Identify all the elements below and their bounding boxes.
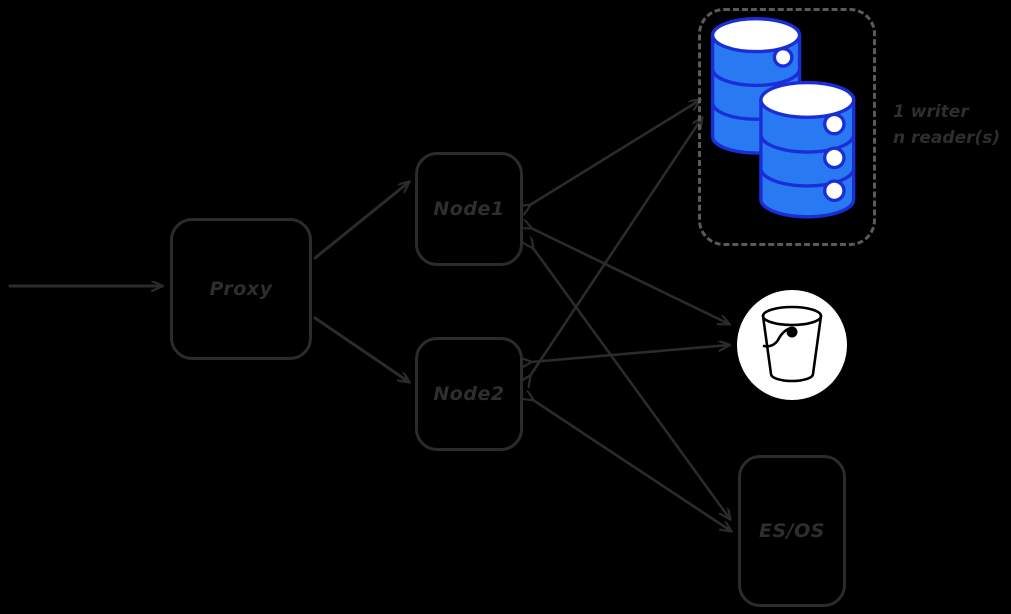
node-bucket[interactable] (737, 290, 847, 400)
object-storage-bucket-icon (761, 305, 823, 383)
edge-node1-bucket (531, 228, 729, 324)
edge-node1-database (530, 100, 700, 205)
edge-proxy-to-node1 (313, 182, 409, 260)
annotation-line-2: n reader(s) (893, 128, 1001, 148)
edge-node1-esos (533, 248, 730, 519)
node-node1-label: Node1 (433, 198, 505, 220)
database-cylinders-icon (710, 17, 856, 219)
annotation-line-1: 1 writer (893, 102, 969, 122)
node-esos[interactable]: ES/OS (738, 455, 846, 607)
database-group-container[interactable] (698, 8, 876, 246)
edge-node2-esos (533, 400, 731, 531)
edge-node2-database (530, 118, 702, 376)
node-node2-label: Node2 (433, 383, 505, 405)
edge-proxy-to-node2 (313, 316, 409, 382)
database-annotation: 1 writer n reader(s) (893, 99, 1011, 151)
node-proxy[interactable]: Proxy (170, 218, 312, 360)
node-proxy-label: Proxy (209, 278, 273, 300)
edge-node2-bucket (531, 345, 729, 362)
node-esos-label: ES/OS (759, 520, 825, 542)
node-node2[interactable]: Node2 (415, 337, 523, 451)
node-node1[interactable]: Node1 (415, 152, 523, 266)
